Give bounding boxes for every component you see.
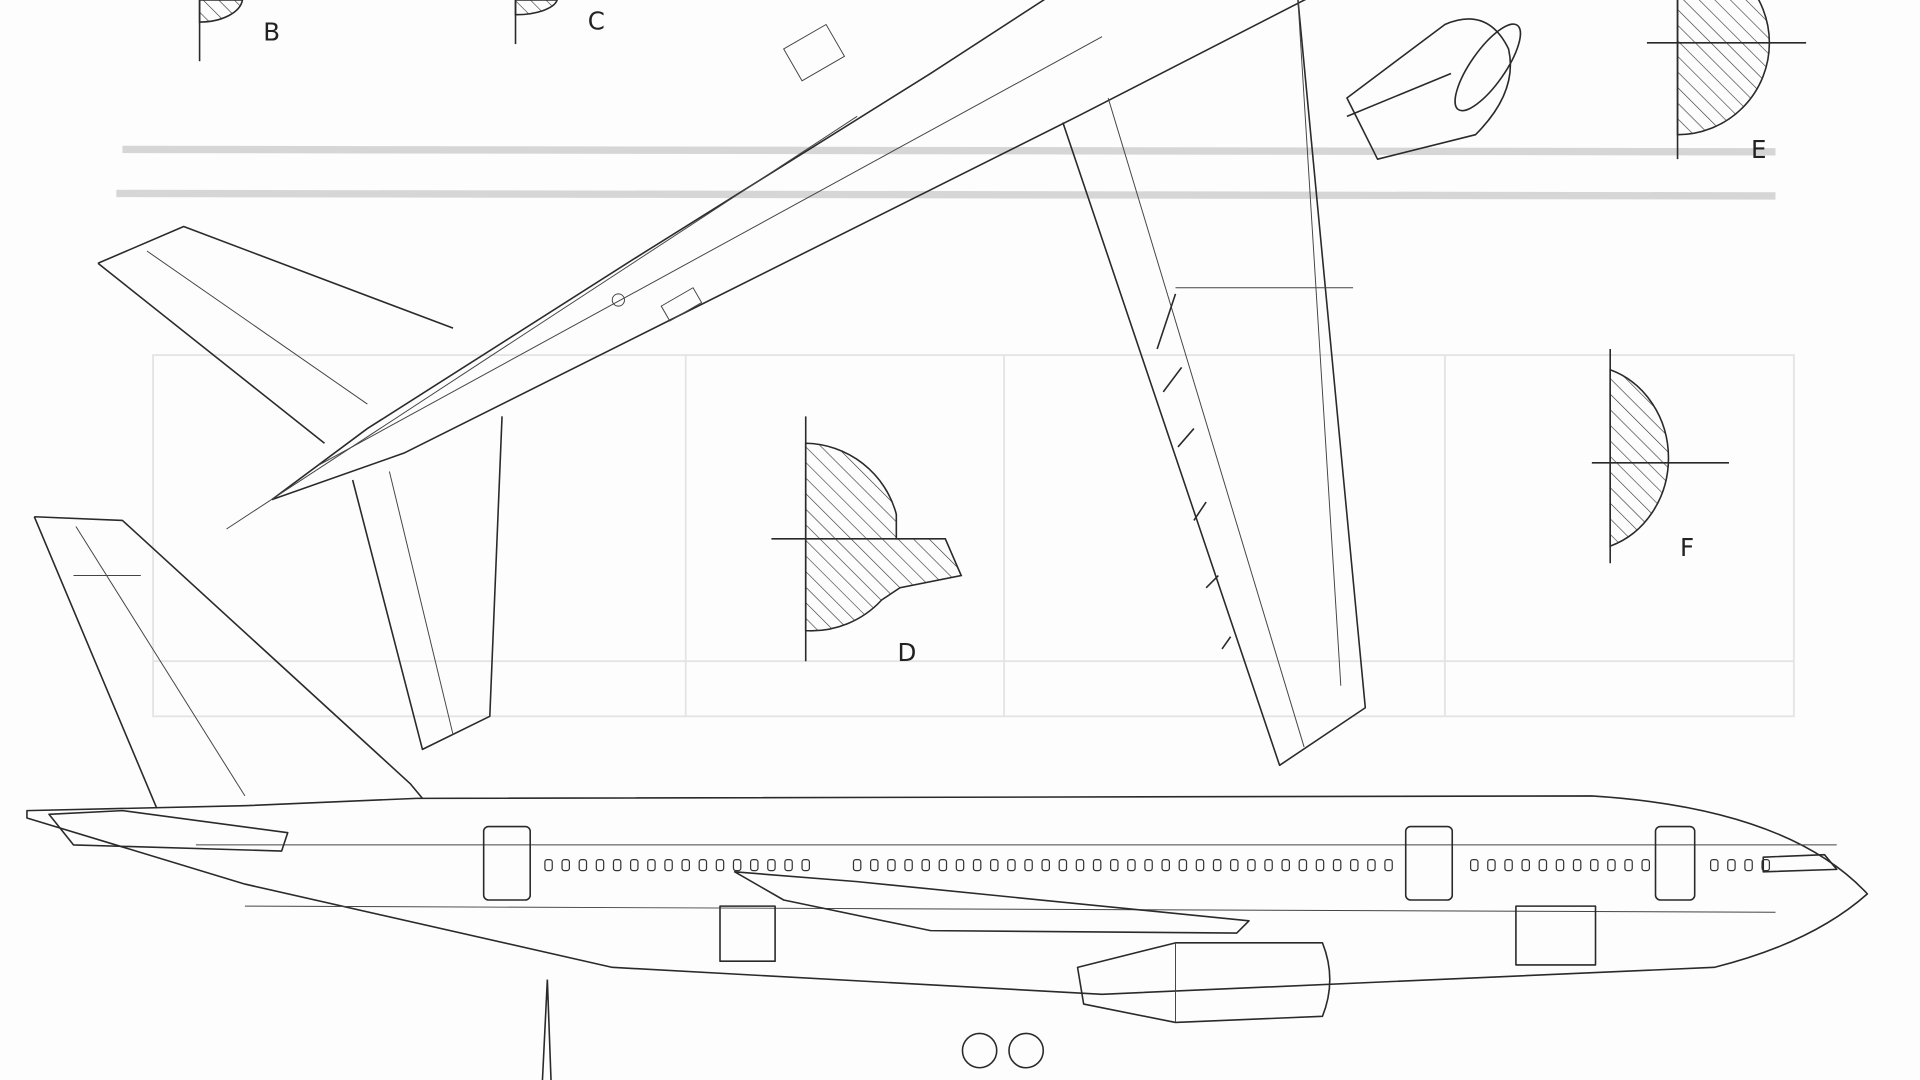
window	[801, 858, 811, 872]
side-engine	[1076, 942, 1331, 1024]
window	[1178, 858, 1188, 872]
window	[1332, 858, 1342, 872]
window	[1144, 858, 1153, 872]
window	[1315, 858, 1325, 872]
plan-fuselage	[271, 0, 1307, 501]
window	[595, 858, 605, 872]
window	[904, 858, 913, 872]
window	[1538, 858, 1548, 872]
plan-wing	[1062, 0, 1367, 767]
window	[1555, 858, 1565, 872]
window	[1504, 858, 1513, 872]
section-d-label: D	[898, 638, 917, 667]
window	[612, 858, 622, 872]
side-view-aircraft	[26, 515, 1869, 1080]
side-landing-gear-wheel	[1008, 1032, 1045, 1069]
window	[1161, 858, 1170, 872]
window	[1041, 858, 1050, 872]
window	[1058, 858, 1068, 872]
window	[1590, 858, 1599, 872]
window	[1744, 858, 1753, 872]
window	[972, 858, 982, 872]
window	[1127, 858, 1136, 872]
window	[715, 858, 725, 872]
window	[852, 858, 862, 872]
side-landing-gear-wheel	[961, 1032, 998, 1069]
window	[767, 858, 776, 872]
window	[1761, 858, 1770, 872]
side-wing	[733, 871, 1250, 934]
side-doors	[482, 825, 1696, 966]
window	[1350, 858, 1359, 872]
side-fuselage	[26, 795, 1869, 996]
window	[870, 858, 879, 872]
window	[1710, 858, 1719, 872]
window	[1024, 858, 1033, 872]
section-d: D	[771, 416, 963, 667]
window	[990, 858, 999, 872]
window	[1624, 858, 1633, 872]
window	[1281, 858, 1290, 872]
window	[887, 858, 896, 872]
section-b: B	[198, 0, 280, 62]
plan-flap-tracks	[1156, 293, 1232, 650]
window	[1230, 858, 1239, 872]
window	[1641, 858, 1650, 872]
window	[1367, 858, 1376, 872]
section-e-label: E	[1751, 135, 1766, 164]
window	[1298, 858, 1308, 872]
plan-engine	[1346, 18, 1522, 160]
window	[698, 858, 708, 872]
window	[955, 858, 965, 872]
plan-view-aircraft	[97, 0, 1522, 767]
section-f-label: F	[1680, 533, 1694, 562]
side-cockpit-windows	[1762, 853, 1838, 873]
window	[1487, 858, 1496, 872]
window	[784, 858, 793, 872]
section-c-label: C	[588, 6, 605, 35]
window	[750, 858, 759, 872]
window	[561, 858, 571, 872]
window	[1384, 858, 1393, 872]
side-horizontal-stabilizer	[48, 809, 289, 852]
plan-horizontal-stabilizer-lower	[351, 416, 503, 751]
window	[1007, 858, 1016, 872]
section-e: E	[1646, 0, 1807, 164]
window	[630, 858, 639, 872]
window	[1247, 858, 1256, 872]
window	[578, 858, 588, 872]
window	[732, 858, 742, 872]
window	[544, 858, 553, 872]
window	[921, 858, 931, 872]
window	[1212, 858, 1222, 872]
window	[647, 858, 656, 872]
section-f: F	[1591, 348, 1729, 564]
section-c: C	[514, 0, 605, 45]
window	[1607, 858, 1616, 872]
window	[1092, 858, 1102, 872]
window	[664, 858, 673, 872]
window	[938, 858, 948, 872]
side-vertical-fin	[33, 515, 424, 809]
window	[1195, 858, 1205, 872]
window	[1470, 858, 1479, 872]
window	[1727, 858, 1736, 872]
window	[1521, 858, 1530, 872]
bleed-through-background	[116, 145, 1795, 718]
window	[1572, 858, 1582, 872]
window	[1075, 858, 1085, 872]
section-b-label: B	[263, 17, 280, 46]
plan-horizontal-stabilizer-upper	[97, 225, 454, 444]
window	[681, 858, 691, 872]
side-window-row	[544, 858, 1770, 872]
window	[1110, 858, 1119, 872]
window	[1264, 858, 1273, 872]
